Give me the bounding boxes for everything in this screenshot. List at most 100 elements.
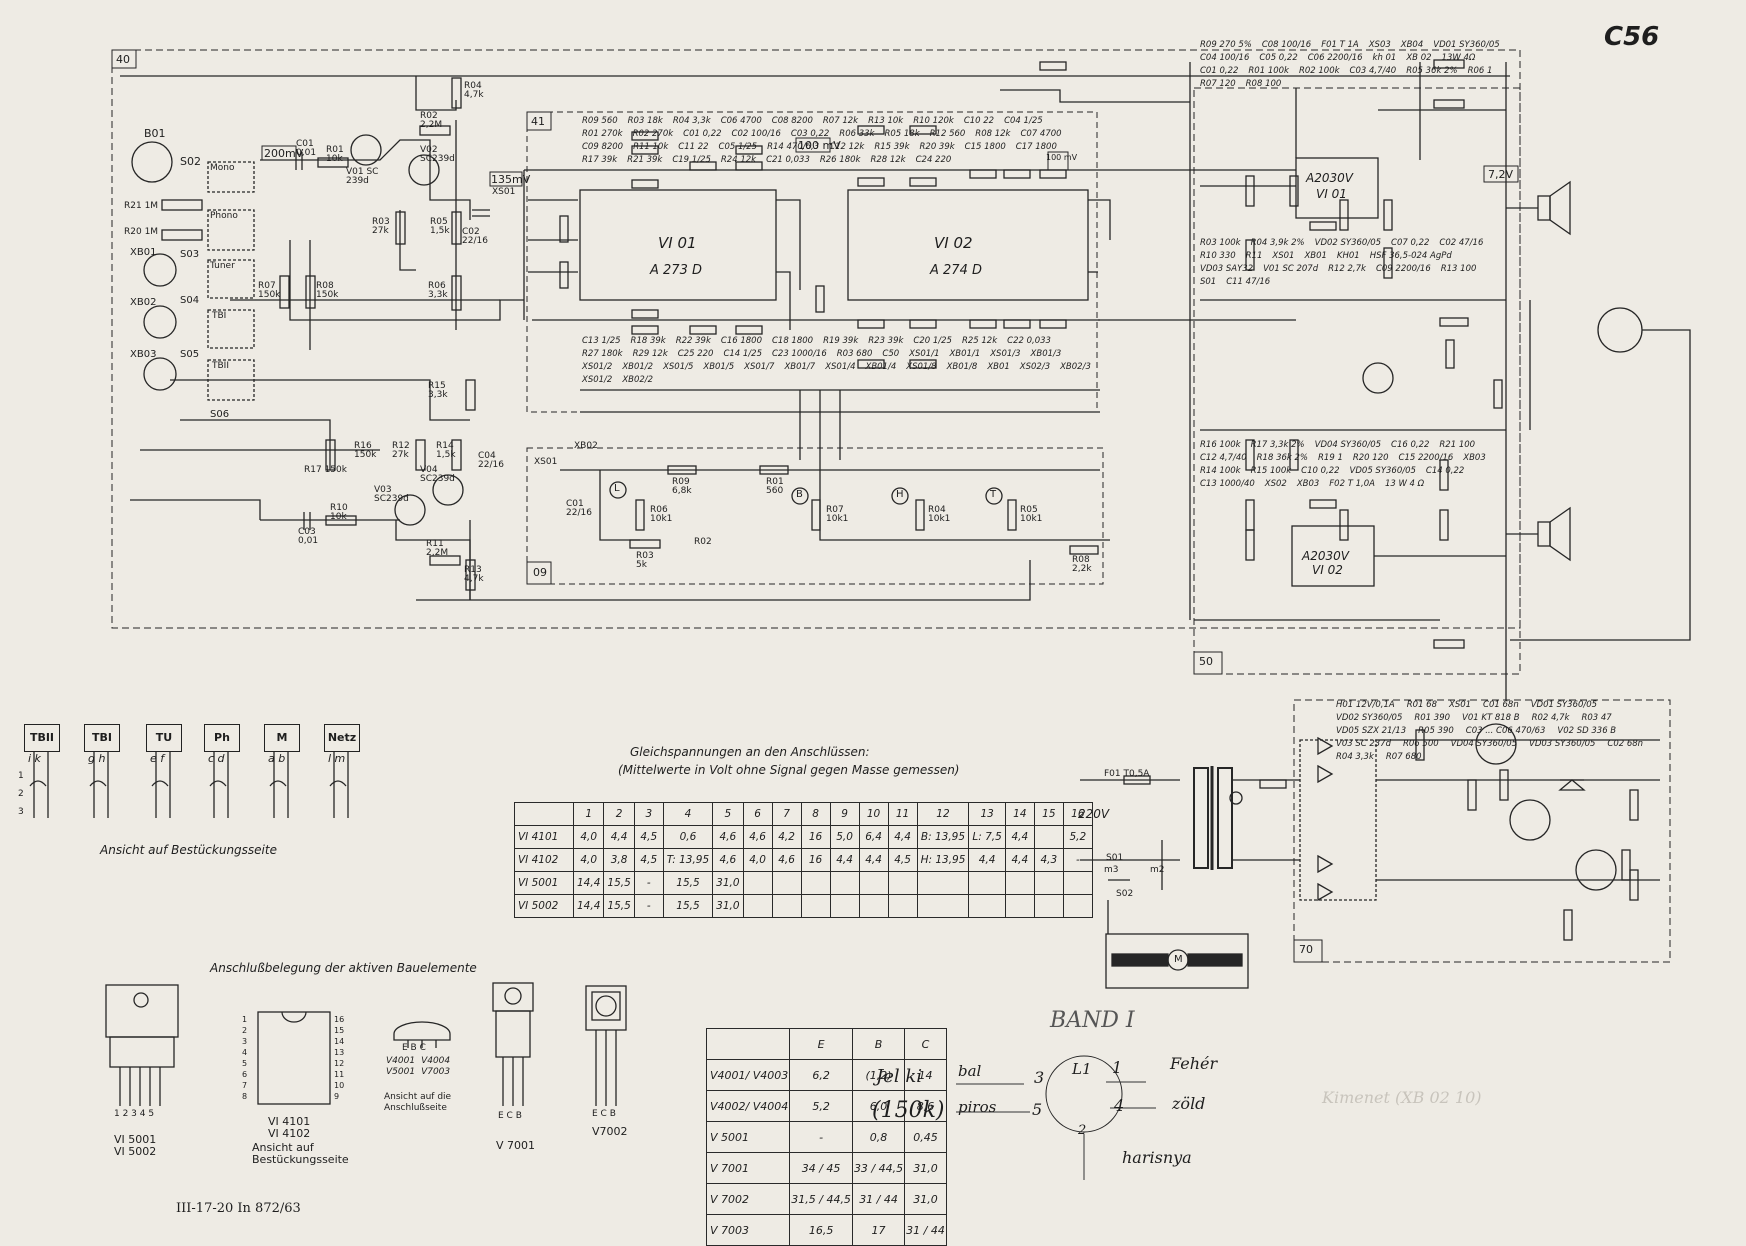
voltage-cell: 15,5 [603, 894, 635, 918]
ic-label-6: R13 10k [868, 116, 904, 126]
label-r02: R02 2,2M [420, 111, 443, 130]
voltage-header-cell: 2 [603, 802, 635, 826]
voltage-cell: 4,6 [712, 825, 744, 849]
power-amp-label-42: R21 100 [1439, 440, 1476, 450]
ic-label-26: R15 39k [874, 142, 910, 152]
voltage-cell [829, 894, 860, 918]
power-amp-label-30: HSF 36,5-024 AgPd [1369, 251, 1452, 261]
voltage-cell [1033, 871, 1064, 895]
ic-label-32: C19 1/25 [672, 155, 711, 165]
input-phono: Phono [210, 211, 238, 221]
pin-cell: 0,45 [904, 1121, 947, 1153]
input-r20: R20 1M [124, 227, 159, 237]
dip-pin-number: 3 [242, 1037, 248, 1046]
sheet-id: C56 [1604, 22, 1660, 52]
tone-xb02: XB02 [574, 441, 598, 451]
label-r01: R01 10k [326, 145, 344, 164]
ic-label-8: C10 22 [963, 116, 995, 126]
power-amp-label-22: VD02 SY360/05 [1314, 238, 1382, 248]
ic-label-47: C22 0,033 [1007, 336, 1051, 346]
voltage-cell [1062, 894, 1093, 918]
power-amp-label-38: R16 100k [1200, 440, 1241, 450]
ic-label-53: R03 680 [836, 349, 873, 359]
psu-label-20: V03 SC 237d [1336, 739, 1391, 749]
ic-vi02-type: A 274 D [930, 263, 982, 278]
ic-label-15: R06 33k [839, 129, 875, 139]
power-amp-label-24: C02 47/16 [1439, 238, 1484, 248]
voltage-cell [916, 894, 970, 918]
hand-band: BAND I [1050, 1008, 1135, 1033]
dip-pin-number: 15 [334, 1026, 345, 1035]
psu-label-11: VD02 SY360/05 [1336, 713, 1403, 723]
to92-pins: E B C [402, 1043, 426, 1053]
label-r08: R08 150k [316, 281, 339, 300]
power-amp-label-10: XB 02 [1406, 53, 1432, 63]
voltage-cell [1033, 894, 1064, 918]
tone-r09: R09 6,8k [672, 477, 692, 496]
ic-label-59: XS01/2 [582, 362, 613, 372]
power-amp-label-54: C13 1000/40 [1200, 479, 1255, 489]
voltage-cell: 4,0 [742, 848, 773, 872]
hand-zold: zöld [1172, 1094, 1206, 1113]
power-amp-label-36: S01 [1200, 277, 1217, 287]
power-amp-label-45: R19 1 [1318, 453, 1343, 463]
ic-label-48: R27 180k [582, 349, 623, 359]
ic-label-10: R01 270k [582, 129, 623, 139]
ic-label-73: XB02/2 [622, 375, 654, 385]
voltage-cell: 4,4 [858, 848, 889, 872]
tone-t: T [990, 489, 997, 500]
pin-cell: V 5001 [705, 1121, 791, 1153]
ic-label-50: C25 220 [677, 349, 714, 359]
label-v01: V01 SC 239d [346, 167, 379, 186]
psu-label-10: VD01 SY360/05 [1530, 700, 1598, 710]
voltage-cell [742, 894, 773, 918]
pinout-vi5001-pins: 1 2 3 4 5 [114, 1109, 155, 1119]
level-mark-100mv: 100 mV [798, 139, 841, 152]
level-mark-200mv: 200mV [264, 147, 304, 160]
ic-label-4: C08 8200 [771, 116, 813, 126]
power-amp-label-7: C05 0,22 [1259, 53, 1298, 63]
dip-pin-number: 4 [242, 1048, 248, 1057]
switch-row-3: 3 [18, 807, 24, 817]
psu-label-7: R01 68 [1406, 700, 1437, 710]
ic-vi01-name: VI 01 [658, 234, 697, 252]
input-xb02: XB02 [130, 297, 157, 308]
label-r12: R12 27k [392, 441, 410, 460]
psu-m2: m2 [1150, 865, 1165, 875]
module-number-09: 09 [533, 566, 547, 579]
level-mark-100mv-b: 100 mV [1046, 153, 1078, 162]
label-c02: C02 22/16 [462, 227, 488, 246]
pin-header-cell [705, 1028, 791, 1060]
to92-type: V5001 [386, 1067, 416, 1077]
pin-cell: V4002/ V4004 [705, 1090, 791, 1122]
voltage-cell: 4,0 [572, 848, 605, 872]
tone-b: B [796, 489, 803, 500]
power-amp-label-15: C03 4,7/40 [1349, 66, 1397, 76]
psu-label-9: C01 68n [1483, 700, 1519, 710]
ic-label-46: R25 12k [961, 336, 998, 346]
ic-label-49: R29 12k [632, 349, 668, 359]
power-amp-label-23: C07 0,22 [1391, 238, 1430, 248]
psu-s02: S02 [1116, 889, 1134, 899]
voltage-cell [1004, 894, 1035, 918]
motor-label: M [1174, 954, 1183, 965]
label-v02: V02 SC239d [420, 145, 455, 164]
pin-cell: 31,0 [904, 1152, 947, 1184]
power-amp-label-56: XB03 [1296, 479, 1320, 489]
pin-cell: 31 / 44 [904, 1214, 947, 1246]
psu-label-18: C03 ... C06 470/63 [1465, 726, 1546, 736]
ic-label-45: C20 1/25 [913, 336, 952, 346]
hand-l1: L1 [1072, 1060, 1092, 1078]
dip-pin-number: 13 [334, 1048, 345, 1057]
tone-r08: R08 2,2k [1072, 555, 1092, 574]
